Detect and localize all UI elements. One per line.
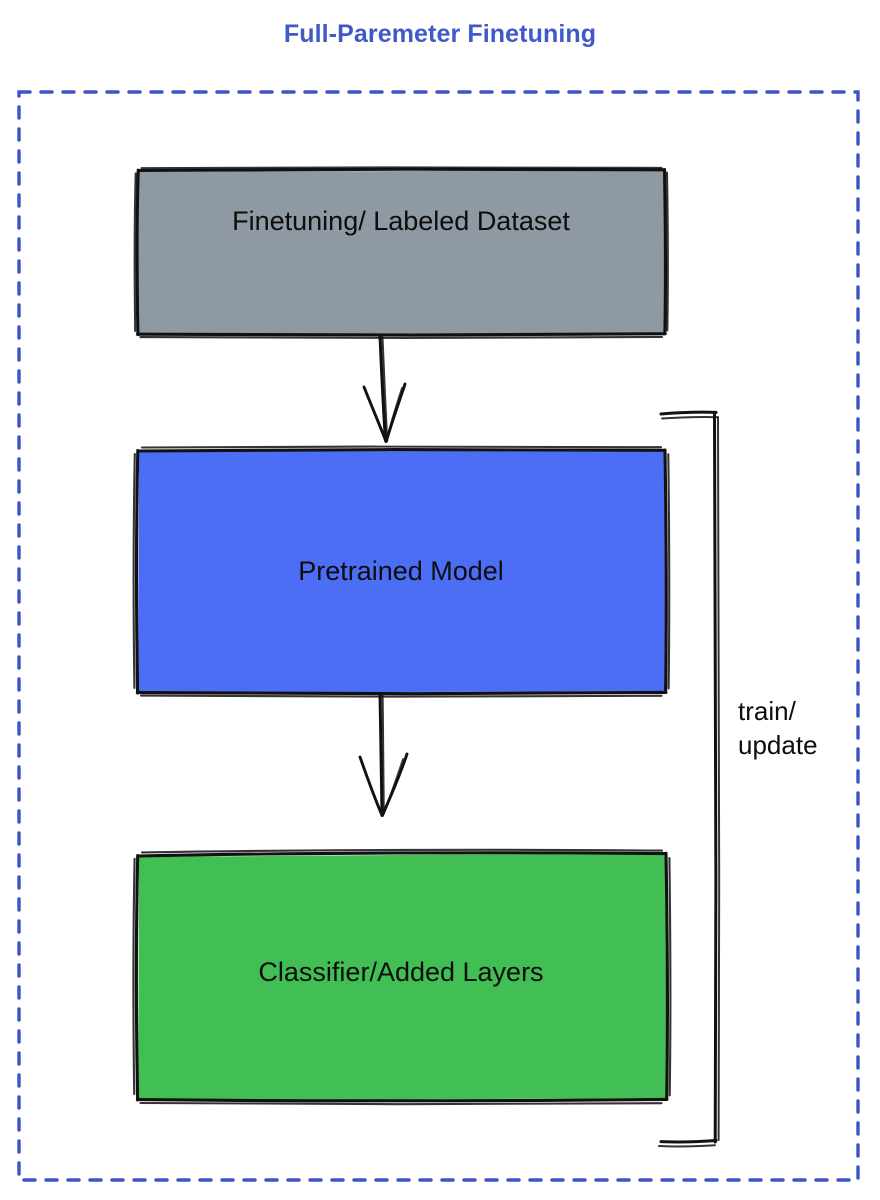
edge-label-line-2: update bbox=[738, 730, 818, 761]
node-pretrained-rect[interactable] bbox=[132, 445, 671, 698]
edge-feedback-loop bbox=[658, 410, 721, 1148]
edge-label-line-1: train/ bbox=[738, 696, 796, 726]
edge-label-train-update: train/update bbox=[738, 694, 868, 763]
node-classifier-rect[interactable] bbox=[132, 848, 672, 1106]
arrow-pretrained-to-classifier bbox=[358, 692, 409, 817]
page-title: Full-Paremeter Finetuning bbox=[283, 20, 597, 48]
arrow-dataset-to-pretrained bbox=[362, 334, 407, 443]
dashed-container-frame bbox=[17, 90, 860, 1182]
node-dataset-rect[interactable] bbox=[133, 166, 669, 340]
